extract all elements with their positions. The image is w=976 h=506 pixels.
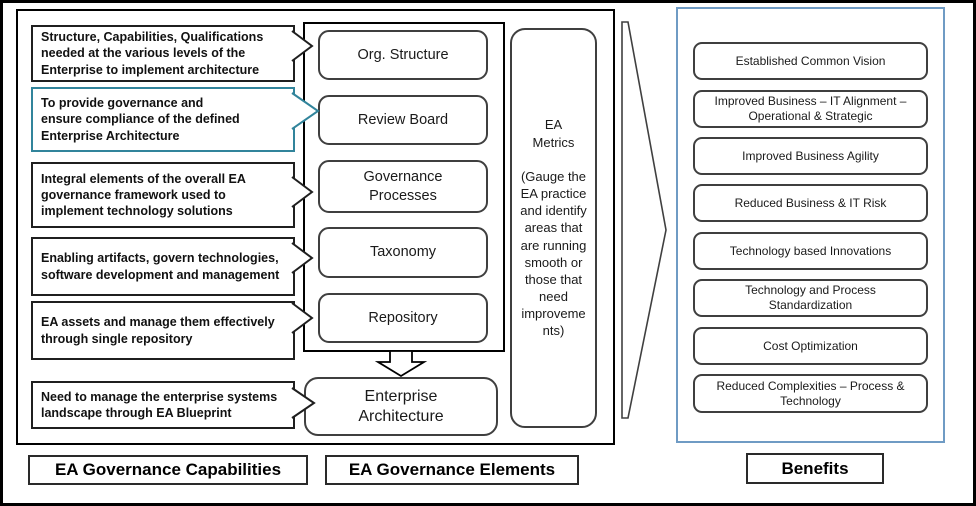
callout-governance-processes: Integral elements of the overall EA gove… <box>31 162 295 228</box>
callout-text: Enabling artifacts, govern technologies,… <box>41 251 280 282</box>
callout-taxonomy: Enabling artifacts, govern technologies,… <box>31 237 295 296</box>
element-label: Enterprise Architecture <box>358 387 444 425</box>
lane-label-benefits: Benefits <box>746 453 884 484</box>
element-review-board: Review Board <box>318 95 488 145</box>
lane-label-elements: EA Governance Elements <box>325 455 579 485</box>
callout-review-board: To provide governance and ensure complia… <box>31 87 295 152</box>
benefit-technology-innovations: Technology based Innovations <box>693 232 928 270</box>
element-governance-processes: Governance Processes <box>318 160 488 213</box>
element-label: Review Board <box>357 111 449 128</box>
lane-label-text: Benefits <box>781 458 849 478</box>
benefit-cost-optimization: Cost Optimization <box>693 327 928 365</box>
element-label: Repository <box>368 309 438 326</box>
benefit-business-agility: Improved Business Agility <box>693 137 928 175</box>
lane-label-text: EA Governance Capabilities <box>54 460 282 479</box>
callout-text: Need to manage the enterprise systems la… <box>41 389 278 420</box>
element-label: Taxonomy <box>369 244 437 261</box>
callout-text: Structure, Capabilities, Qualifications … <box>41 30 264 77</box>
benefit-reduced-risk: Reduced Business & IT Risk <box>693 184 928 222</box>
benefit-label: Technology and Process Standardization <box>745 283 876 312</box>
benefit-reduced-complexities: Reduced Complexities – Process & Technol… <box>693 374 928 413</box>
benefit-label: Reduced Complexities – Process & Technol… <box>716 378 905 408</box>
benefit-label: Reduced Business & IT Risk <box>734 195 887 210</box>
callout-text: Integral elements of the overall EA gove… <box>41 171 246 219</box>
benefit-label: Improved Business – IT Alignment – Opera… <box>714 94 907 123</box>
benefit-label: Technology based Innovations <box>729 243 892 258</box>
enterprise-architecture-box: Enterprise Architecture <box>304 377 498 436</box>
callout-repository: EA assets and manage them effectively th… <box>31 301 295 360</box>
element-label: Governance Processes <box>363 169 443 204</box>
lane-label-capabilities: EA Governance Capabilities <box>28 455 308 485</box>
benefit-label: Established Common Vision <box>735 53 886 68</box>
benefit-established-common-vision: Established Common Vision <box>693 42 928 80</box>
benefit-business-it-alignment: Improved Business – IT Alignment – Opera… <box>693 90 928 128</box>
ea-metrics-box: EA Metrics (Gauge the EA practice and id… <box>510 28 597 428</box>
callout-org-structure: Structure, Capabilities, Qualifications … <box>31 25 295 82</box>
benefit-label: Improved Business Agility <box>742 148 879 163</box>
callout-text: EA assets and manage them effectively th… <box>41 315 275 346</box>
element-label: Org. Structure <box>357 46 449 63</box>
lane-label-text: EA Governance Elements <box>348 460 556 479</box>
element-taxonomy: Taxonomy <box>318 227 488 278</box>
benefit-label: Cost Optimization <box>763 338 858 353</box>
callout-enterprise-architecture: Need to manage the enterprise systems la… <box>31 381 295 429</box>
element-org-structure: Org. Structure <box>318 30 488 80</box>
ea-metrics-text: EA Metrics (Gauge the EA practice and id… <box>520 117 587 339</box>
callout-text: To provide governance and ensure complia… <box>41 96 240 143</box>
benefit-standardization: Technology and Process Standardization <box>693 279 928 317</box>
element-repository: Repository <box>318 293 488 343</box>
